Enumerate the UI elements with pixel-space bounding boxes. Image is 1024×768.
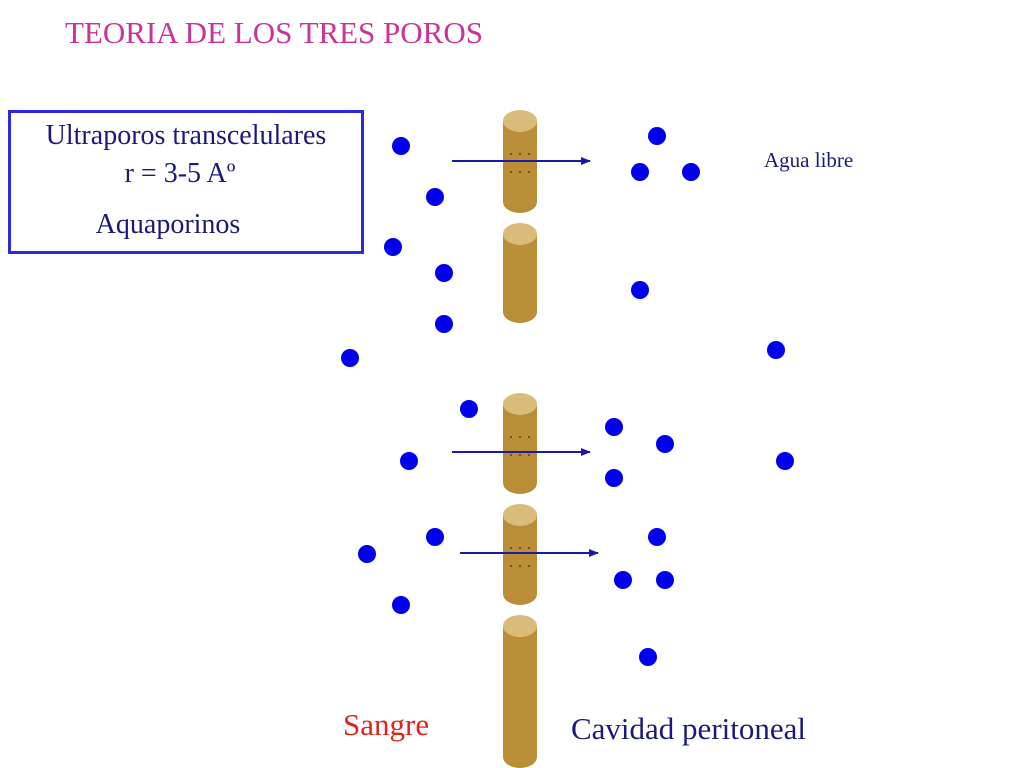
- info-line-radius: r = 3-5 Aº: [124, 158, 236, 189]
- membrane-cylinder-4: [503, 504, 537, 605]
- water-molecule-dot-20: [392, 596, 410, 614]
- water-molecule-dot-16: [605, 469, 623, 487]
- water-molecule-dot-5: [435, 315, 453, 333]
- water-molecule-dot-1: [392, 137, 410, 155]
- water-molecule-dot-2: [426, 188, 444, 206]
- water-molecule-dot-19: [358, 545, 376, 563]
- membrane-cylinder-2: [503, 223, 537, 323]
- info-line-ultraporos: Ultraporos transcelulares: [45, 120, 327, 151]
- water-molecule-dot-10: [631, 281, 649, 299]
- water-molecule-dot-8: [631, 163, 649, 181]
- water-molecule-dot-21: [648, 528, 666, 546]
- water-molecule-dot-4: [435, 264, 453, 282]
- agua-libre-label: Agua libre: [764, 148, 854, 172]
- membrane-cylinder-5: [503, 615, 537, 768]
- water-molecule-dot-6: [341, 349, 359, 367]
- water-molecule-dot-17: [776, 452, 794, 470]
- membrane-cylinder-3: [503, 393, 537, 494]
- water-molecule-dot-11: [767, 341, 785, 359]
- cavidad-peritoneal-label: Cavidad peritoneal: [571, 711, 806, 746]
- water-molecule-dot-18: [426, 528, 444, 546]
- water-molecule-dot-15: [656, 435, 674, 453]
- sangre-label: Sangre: [343, 707, 430, 742]
- water-molecule-dot-7: [648, 127, 666, 145]
- water-molecule-dot-13: [400, 452, 418, 470]
- water-molecule-dot-3: [384, 238, 402, 256]
- water-molecule-dot-12: [460, 400, 478, 418]
- water-molecule-dot-23: [656, 571, 674, 589]
- slide-title: TEORIA DE LOS TRES POROS: [65, 15, 483, 50]
- water-molecule-dot-24: [639, 648, 657, 666]
- info-line-aquaporinos: Aquaporinos: [95, 209, 241, 240]
- water-molecule-dot-9: [682, 163, 700, 181]
- water-molecule-dot-14: [605, 418, 623, 436]
- membrane-cylinder-1: [503, 110, 537, 213]
- water-molecule-dot-22: [614, 571, 632, 589]
- ultrapore-info-box: Ultraporos transcelulares r = 3-5 Aº Aqu…: [8, 110, 364, 254]
